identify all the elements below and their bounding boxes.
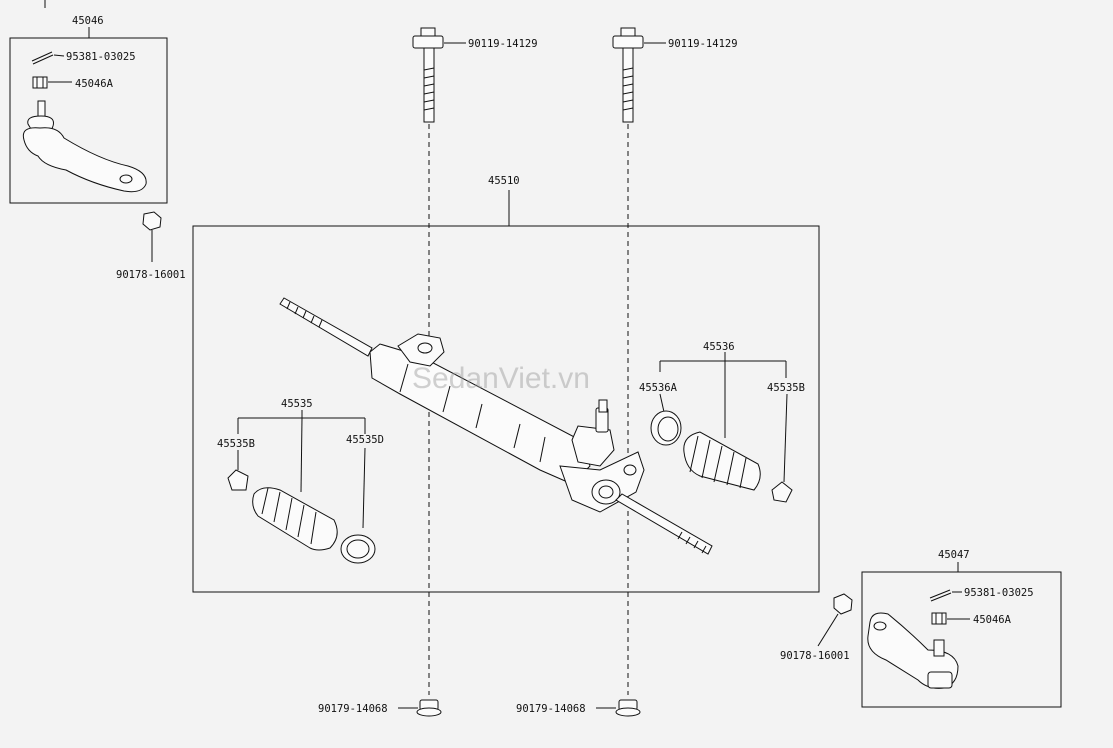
bolt-right-group: 90119-14129 — [612, 27, 738, 123]
leader-line — [53, 54, 65, 57]
label-90179-14068-right: 90179-14068 — [516, 703, 586, 715]
bolt-icon — [612, 27, 644, 123]
flange-nut-icon — [416, 699, 442, 717]
tie-rod-end-rh-group: 45047 95381-03025 45046A — [861, 549, 1062, 708]
band-clamp-icon — [340, 534, 376, 564]
castle-nut-icon — [931, 612, 947, 625]
bolt-icon — [412, 27, 444, 123]
leader-line — [817, 613, 839, 647]
steering-rack-icon — [279, 297, 713, 555]
label-45046A-lh: 45046A — [75, 78, 114, 90]
label-45046A-rh: 45046A — [973, 614, 1012, 626]
label-95381-03025-lh: 95381-03025 — [66, 51, 136, 63]
clip-icon — [771, 481, 793, 503]
watermark: SedanViet.vn — [412, 362, 590, 395]
dust-boot-icon — [683, 431, 761, 491]
mount-nut-left-group: 90179-14068 — [318, 699, 442, 717]
castle-nut-icon — [32, 76, 48, 89]
label-90179-14068-left: 90179-14068 — [318, 703, 388, 715]
leader-line — [300, 417, 303, 493]
label-45535B-rh: 45535B — [767, 382, 805, 394]
label-95381-03025-rh: 95381-03025 — [964, 587, 1034, 599]
group-box-rh — [861, 571, 1062, 708]
dust-boot-icon — [252, 487, 338, 551]
label-45535D: 45535D — [346, 434, 384, 446]
leader-line — [783, 393, 788, 483]
label-45536A: 45536A — [639, 382, 678, 394]
bolt-left-group: 90119-14129 — [412, 27, 538, 123]
label-45047: 45047 — [938, 549, 970, 561]
label-90178-16001-lh: 90178-16001 — [116, 269, 186, 281]
flange-nut-icon — [615, 699, 641, 717]
label-45046: 45046 — [72, 15, 104, 27]
mount-nut-right-group: 90179-14068 — [516, 699, 641, 717]
hex-nut-icon — [833, 593, 853, 615]
label-45536: 45536 — [703, 341, 735, 353]
label-90119-14129-right: 90119-14129 — [668, 38, 738, 50]
label-45535: 45535 — [281, 398, 313, 410]
group-box-rack — [192, 225, 820, 593]
hex-nut-icon — [142, 211, 162, 231]
label-90119-14129-left: 90119-14129 — [468, 38, 538, 50]
cotter-pin-icon — [929, 589, 952, 602]
label-90178-16001-rh: 90178-16001 — [780, 650, 850, 662]
leader-line — [362, 447, 366, 529]
tie-rod-end-rh-icon — [867, 612, 959, 689]
nut-90178-rh: 90178-16001 — [780, 593, 853, 662]
band-clamp-icon — [650, 410, 682, 446]
nut-90178-lh: 90178-16001 — [116, 211, 186, 281]
tie-rod-end-lh-icon — [22, 100, 147, 193]
label-45535B-lh: 45535B — [217, 438, 255, 450]
rack-assembly-group: 45510 — [192, 175, 820, 593]
label-45510: 45510 — [488, 175, 520, 187]
leader-line — [659, 393, 665, 413]
clip-icon — [227, 469, 249, 491]
cotter-pin-icon — [31, 51, 54, 65]
tie-rod-end-lh-group: 45046 95381-03025 45046A — [9, 0, 168, 204]
